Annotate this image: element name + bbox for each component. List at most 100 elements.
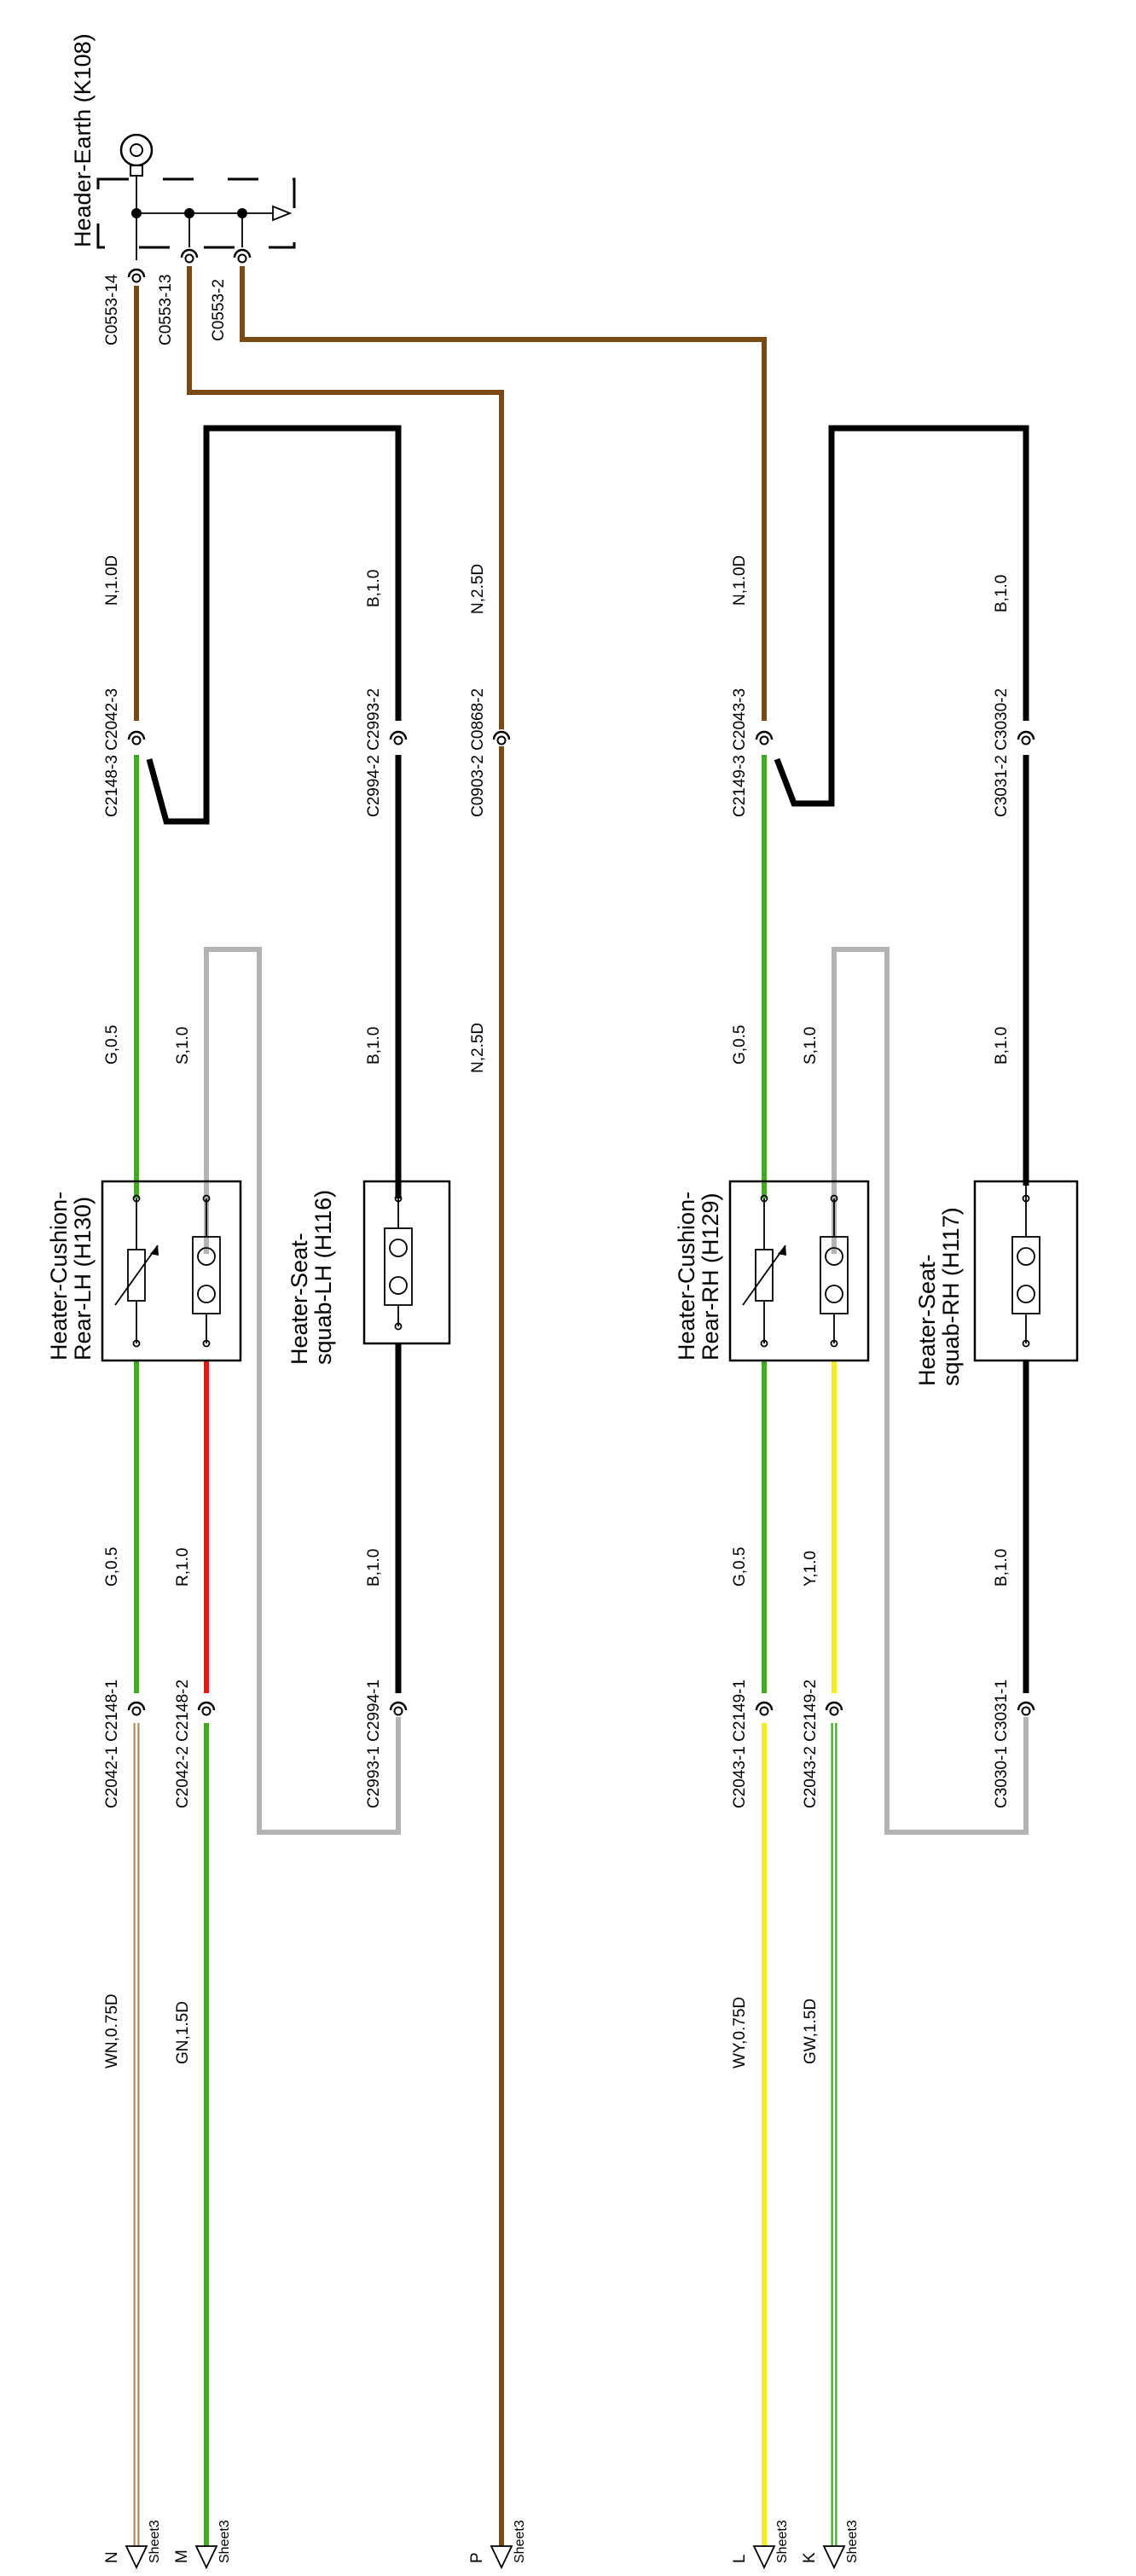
component-box: [362, 1180, 451, 1345]
wire-grey-rh-loop: [832, 947, 1029, 1835]
connector-label: C2993-1 C2994-1: [365, 1680, 383, 1808]
offsheet-letter: N: [103, 2551, 121, 2563]
offsheet-arrow-icon: [125, 2545, 148, 2570]
wire-label: N,2.5D: [469, 1023, 487, 1073]
element-icon: [384, 1227, 413, 1306]
heater-seat-squab-rh-h117: Heater-Seat- squab-RH (H117): [914, 1180, 1079, 1386]
connector-label: C2994-2 C2993-2: [365, 688, 383, 817]
component-box: [973, 1180, 1079, 1362]
connector-socket: [825, 1701, 843, 1711]
offsheet-letter: K: [801, 2552, 819, 2563]
connector-pin: [496, 735, 507, 746]
component-label: Heater-Cushion-: [46, 1192, 72, 1361]
connector-pin: [759, 735, 769, 746]
wire-label: GN,1.5D: [174, 2001, 192, 2064]
connector-socket: [127, 268, 146, 278]
wire-label: S,1.0: [174, 1027, 192, 1065]
component-label: Rear-RH (H129): [698, 1192, 723, 1361]
connector-label: C3031-2 C3030-2: [993, 688, 1011, 817]
inline-connector-icon: [127, 1700, 146, 1717]
offsheet-arrow-m: M Sheet3: [173, 2520, 232, 2570]
wire-label: R,1.0: [174, 1548, 192, 1587]
inline-connector-icon: [233, 247, 252, 264]
inline-connector-icon: [825, 1700, 843, 1717]
component-label: squab-LH (H116): [310, 1190, 336, 1365]
element-icon: [1011, 1236, 1040, 1314]
pin: [132, 1339, 141, 1348]
connector-pin: [184, 253, 194, 264]
inline-connector-icon: [755, 729, 774, 746]
wire-label: GW,1.5D: [802, 1999, 820, 2064]
offsheet-sheet: Sheet3: [845, 2520, 860, 2563]
component-label: Heater-Seat-: [287, 1233, 312, 1365]
element-icon: [820, 1236, 849, 1314]
element-terminal: [825, 1285, 843, 1303]
connector-label: C2042-1 C2148-1: [103, 1680, 121, 1808]
pin: [132, 1194, 141, 1203]
inline-connector-icon: [389, 1700, 408, 1717]
connector-pin: [829, 1706, 839, 1716]
offsheet-arrow-icon: [752, 2545, 776, 2570]
header-earth-k108: Header-Earth (K108) C0553-14 C0553-13 C0…: [70, 33, 296, 345]
wire-black-right-loop: [774, 425, 1029, 807]
earth-stud-inner: [130, 143, 143, 157]
component-box: [728, 1180, 870, 1362]
inline-connector-icon: [127, 729, 146, 746]
connector-pin: [201, 1706, 212, 1716]
connector-socket: [755, 1701, 774, 1711]
wire-label: B,1.0: [993, 575, 1011, 612]
connector-label: C2149-3 C2043-3: [731, 688, 749, 817]
offsheet-arrow-icon: [490, 2545, 513, 2570]
pin: [760, 1194, 768, 1203]
earth-connector-label: C0553-14: [103, 274, 121, 345]
offsheet-letter: M: [173, 2550, 191, 2563]
offsheet-sheet: Sheet3: [217, 2520, 232, 2563]
connector-labels: C2148-3 C2042-3 C2994-2 C2993-2 C0903-2 …: [103, 688, 1011, 1808]
component-label: Heater-Seat-: [914, 1254, 940, 1386]
wire-label: B,1.0: [365, 570, 383, 607]
offsheet-arrow-p: P Sheet3: [468, 2520, 527, 2570]
wire-label: Y,1.0: [802, 1551, 820, 1587]
connector-label: C2042-2 C2148-2: [174, 1680, 192, 1808]
offsheet-arrow-k: K Sheet3: [801, 2520, 860, 2570]
connector-label: C2148-3 C2042-3: [103, 688, 121, 817]
offsheet-references: N Sheet3 M Sheet3 P Sheet3 L Sheet3 K Sh…: [103, 2520, 860, 2570]
connector-socket: [389, 730, 408, 740]
pin: [830, 1339, 838, 1348]
inline-connector-icon: [389, 729, 408, 746]
earth-arrow-icon: [272, 205, 293, 222]
wire-label: B,1.0: [993, 1027, 1011, 1065]
connector-socket: [233, 248, 252, 258]
connector-pin: [131, 1706, 142, 1716]
wire-label: WY,0.75D: [731, 1997, 749, 2068]
earth-stud-base: [130, 165, 143, 177]
inline-connector-icon: [197, 1700, 216, 1717]
earth-connector-label: C0553-13: [157, 275, 175, 345]
connector-pin: [393, 1706, 403, 1716]
wire-label: B,1.0: [365, 1027, 383, 1065]
wire-label: N,1.0D: [731, 555, 749, 606]
connector-socket: [1017, 1701, 1035, 1711]
element-terminal: [197, 1285, 216, 1303]
offsheet-sheet: Sheet3: [775, 2520, 790, 2563]
wire-label: WN,0.75D: [103, 1993, 121, 2068]
connector-pin: [393, 735, 403, 746]
connector-socket: [180, 248, 199, 258]
wire-label: G,0.5: [103, 1025, 121, 1065]
earth-connector-label: C0553-2: [210, 279, 228, 341]
wire-label: G,0.5: [731, 1025, 749, 1065]
connector-label: C2043-1 C2149-1: [731, 1680, 749, 1808]
variable-arrow: [114, 1244, 159, 1306]
connector-pin: [1021, 735, 1031, 746]
inline-connector-icon: [492, 729, 511, 746]
inline-connector-icon: [1017, 1700, 1035, 1717]
wires: [133, 266, 1029, 2546]
component-label: Rear-LH (H130): [70, 1197, 96, 1361]
wire-label: N,1.0D: [103, 555, 121, 606]
component-label: Heater-Cushion-: [674, 1192, 699, 1361]
element-terminal: [197, 1247, 216, 1266]
wire-grey-lh-loop: [204, 947, 401, 1835]
connector-socket: [755, 730, 774, 740]
connector-label: C0903-2 C0868-2: [469, 688, 487, 817]
